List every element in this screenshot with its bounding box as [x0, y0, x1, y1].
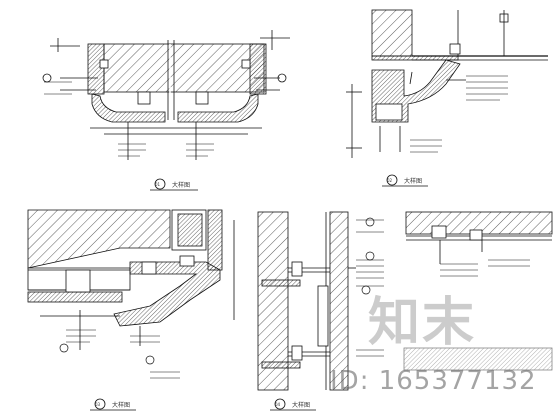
wall-section	[257, 211, 289, 391]
cove-moulding-left	[91, 93, 166, 123]
detail-02	[346, 9, 548, 187]
concrete-slab	[103, 43, 265, 93]
detail-01	[42, 30, 290, 191]
slab-diagonal	[27, 209, 171, 269]
cove-moulding-right	[177, 93, 259, 123]
detail-02-number-bubble	[386, 174, 398, 186]
detail-01-number: 01	[155, 182, 161, 187]
detail-05	[403, 211, 553, 371]
detail-03-title: 大样图	[112, 401, 130, 409]
annotation-marks	[59, 217, 375, 365]
detail-02-number: 02	[387, 178, 393, 183]
angled-cove	[113, 261, 221, 327]
detail-01-number-bubble	[154, 178, 166, 190]
wall-right	[249, 43, 267, 95]
detail-04-number-bubble	[274, 398, 286, 410]
detail-01-title: 大样图	[172, 181, 190, 189]
detail-03	[27, 209, 235, 411]
floor-section	[403, 347, 553, 371]
detail-04-number: 04	[275, 402, 281, 407]
detail-04-title: 大样图	[292, 401, 310, 409]
wall-left	[87, 43, 105, 95]
base-plate	[27, 291, 123, 303]
detail-02-title: 大样图	[404, 177, 422, 185]
detail-04	[257, 211, 384, 411]
concrete-column	[371, 9, 413, 57]
detail-03-number: 03	[95, 402, 101, 407]
detail-03-number-bubble	[94, 398, 106, 410]
